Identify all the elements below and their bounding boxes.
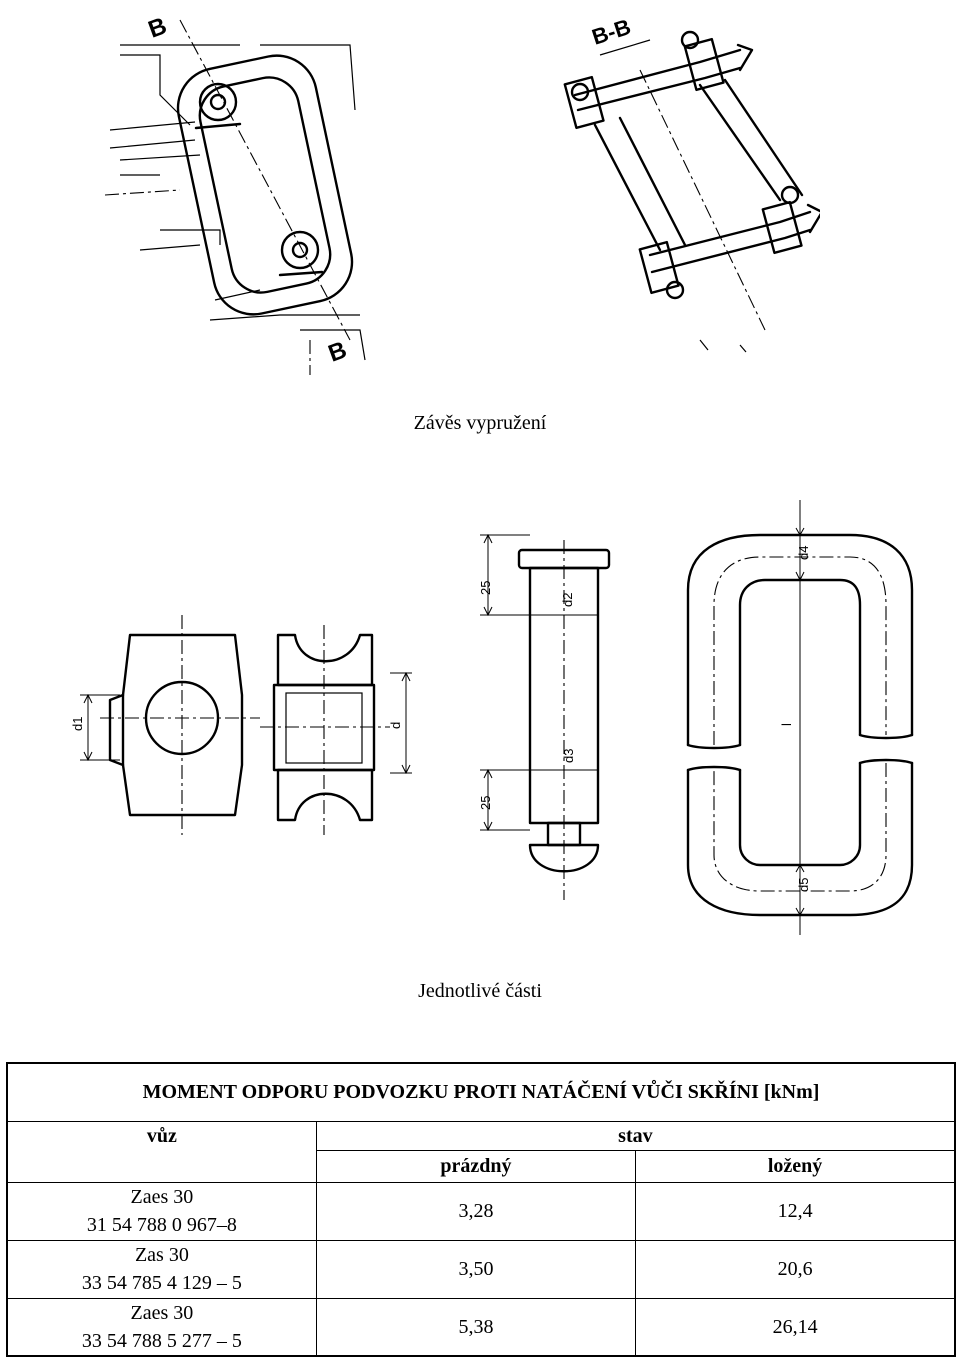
dim-d5: d5 xyxy=(796,878,811,892)
header-lozeny: ložený xyxy=(635,1149,956,1183)
lozeny-cell: 26,14 xyxy=(635,1297,956,1357)
dim-d1: d1 xyxy=(70,717,85,731)
dim-d3: d3 xyxy=(561,749,576,763)
dim-25-top: 25 xyxy=(478,581,493,595)
lozeny-cell: 12,4 xyxy=(635,1181,956,1241)
dim-l-link: l xyxy=(779,723,794,726)
prazdny-cell: 5,38 xyxy=(315,1297,637,1357)
prazdny-cell: 3,50 xyxy=(315,1239,637,1299)
moment-table: MOMENT ODPORU PODVOZKU PROTI NATÁČENÍ VŮ… xyxy=(6,1062,956,1357)
dim-25-bottom: 25 xyxy=(478,796,493,810)
dim-d4: d4 xyxy=(796,546,811,560)
dim-d: d xyxy=(388,722,403,729)
section-label-b-bottom: B xyxy=(325,336,351,367)
lozeny-cell: 20,6 xyxy=(635,1239,956,1299)
section-bb-drawing: B-B xyxy=(563,14,820,353)
caption-suspension: Závěs vypružení xyxy=(413,412,547,434)
table-title: MOMENT ODPORU PODVOZKU PROTI NATÁČENÍ VŮ… xyxy=(6,1062,956,1122)
caption-parts: Jednotlivé části xyxy=(418,980,542,1002)
dim-l-pin: l xyxy=(556,870,571,873)
prazdny-cell: 3,28 xyxy=(315,1181,637,1241)
section-label-b-top: B xyxy=(145,12,171,43)
header-prazdny: prázdný xyxy=(315,1149,637,1183)
header-stav: stav xyxy=(315,1120,956,1151)
parts-drawing: d1 d 25 d2 25 d3 l d4 l d5 xyxy=(70,500,914,935)
section-label-bb: B-B xyxy=(589,14,634,50)
header-vuz: vůz xyxy=(6,1120,317,1183)
suspension-link-drawing: B B xyxy=(104,12,366,375)
dim-d2: d2 xyxy=(560,593,575,607)
